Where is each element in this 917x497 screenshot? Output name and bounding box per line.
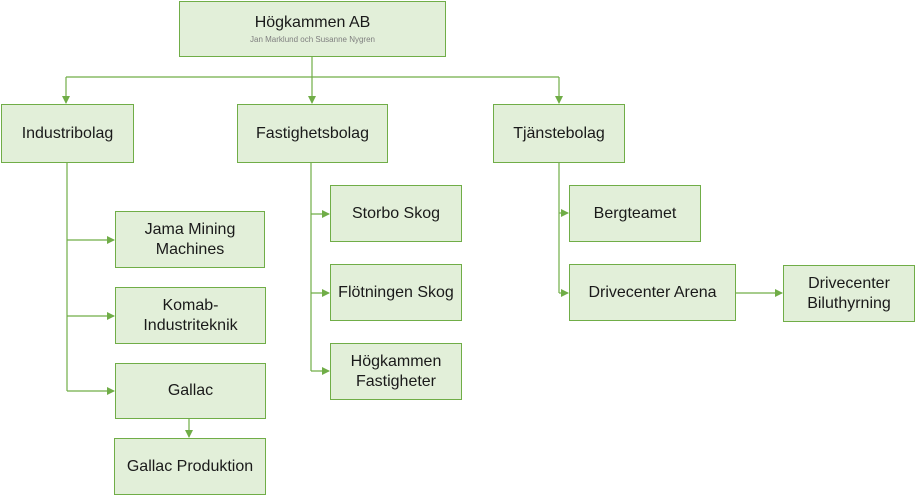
node-label: Jama Mining Machines [144, 220, 236, 258]
node-tjanstebolag[interactable]: Tjänstebolag [493, 104, 625, 163]
node-label: Fastighetsbolag [256, 124, 369, 142]
node-label: Industribolag [21, 124, 114, 142]
root-title: Högkammen AB [254, 13, 371, 31]
node-hogkammen-fastigheter[interactable]: Högkammen Fastigheter [330, 343, 462, 400]
node-label: Bergteamet [593, 204, 677, 222]
node-jama-mining-machines[interactable]: Jama Mining Machines [115, 211, 265, 268]
node-storbo-skog[interactable]: Storbo Skog [330, 185, 462, 242]
root-owners: Jan Marklund och Susanne Nygren [250, 35, 375, 45]
node-label: Flötningen Skog [338, 283, 454, 301]
root-node[interactable]: Högkammen AB Jan Marklund och Susanne Ny… [179, 1, 446, 57]
node-drivecenter-arena[interactable]: Drivecenter Arena [569, 264, 736, 321]
node-label: Komab-Industriteknik [143, 296, 238, 334]
node-gallac[interactable]: Gallac [115, 363, 266, 419]
node-flotningen-skog[interactable]: Flötningen Skog [330, 264, 462, 321]
node-label: Drivecenter Biluthyrning [807, 274, 891, 312]
node-label: Högkammen Fastigheter [350, 352, 442, 390]
connector-root-bus [66, 57, 559, 78]
node-komab-industriteknik[interactable]: Komab-Industriteknik [115, 287, 266, 344]
node-label: Gallac Produktion [126, 457, 254, 475]
node-label: Gallac [167, 382, 214, 400]
node-industribolag[interactable]: Industribolag [1, 104, 134, 163]
node-label: Drivecenter Arena [588, 283, 717, 301]
node-drivecenter-biluthyrning[interactable]: Drivecenter Biluthyrning [783, 265, 915, 322]
node-fastighetsbolag[interactable]: Fastighetsbolag [237, 104, 388, 163]
node-gallac-produktion[interactable]: Gallac Produktion [114, 438, 266, 495]
node-bergteamet[interactable]: Bergteamet [569, 185, 701, 242]
node-label: Storbo Skog [351, 204, 441, 222]
node-label: Tjänstebolag [513, 124, 605, 142]
